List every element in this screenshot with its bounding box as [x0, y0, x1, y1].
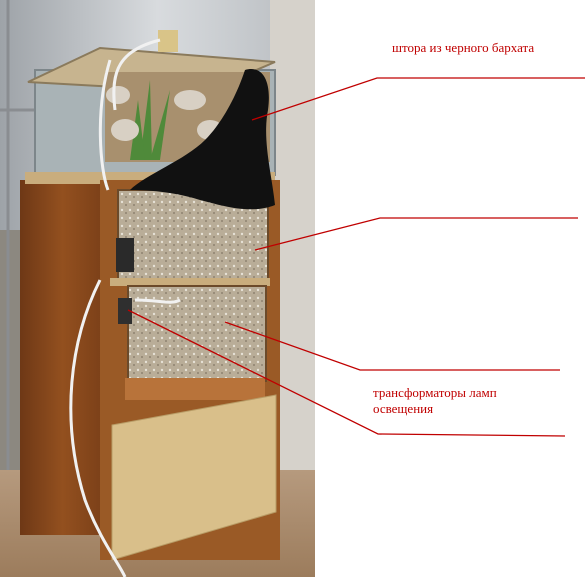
transformer-2 — [118, 298, 132, 324]
lamp — [158, 30, 178, 52]
lower-shelf — [125, 378, 265, 400]
bottom-board — [111, 394, 277, 561]
terrarium-stones — [106, 86, 223, 141]
runner-pointer — [254, 217, 578, 251]
reaper-pointer — [224, 321, 560, 371]
middle-shelf — [110, 278, 270, 286]
label-transformers-line1: трансформаторы ламп — [373, 385, 497, 400]
label-transformers-line2: освещения — [373, 401, 434, 416]
window-frame — [0, 0, 40, 470]
cabinet-left-side — [20, 180, 105, 535]
label-transformers: трансформаторы ламп освещения — [373, 385, 497, 417]
curtain-pointer — [251, 77, 585, 121]
transformer-pointer — [127, 309, 566, 437]
black-velvet-curtain — [130, 69, 275, 210]
annotation-lines — [127, 77, 585, 437]
power-cables — [69, 38, 181, 577]
label-curtain: штора из черного бархата — [392, 40, 535, 55]
transformer-1 — [116, 238, 134, 272]
